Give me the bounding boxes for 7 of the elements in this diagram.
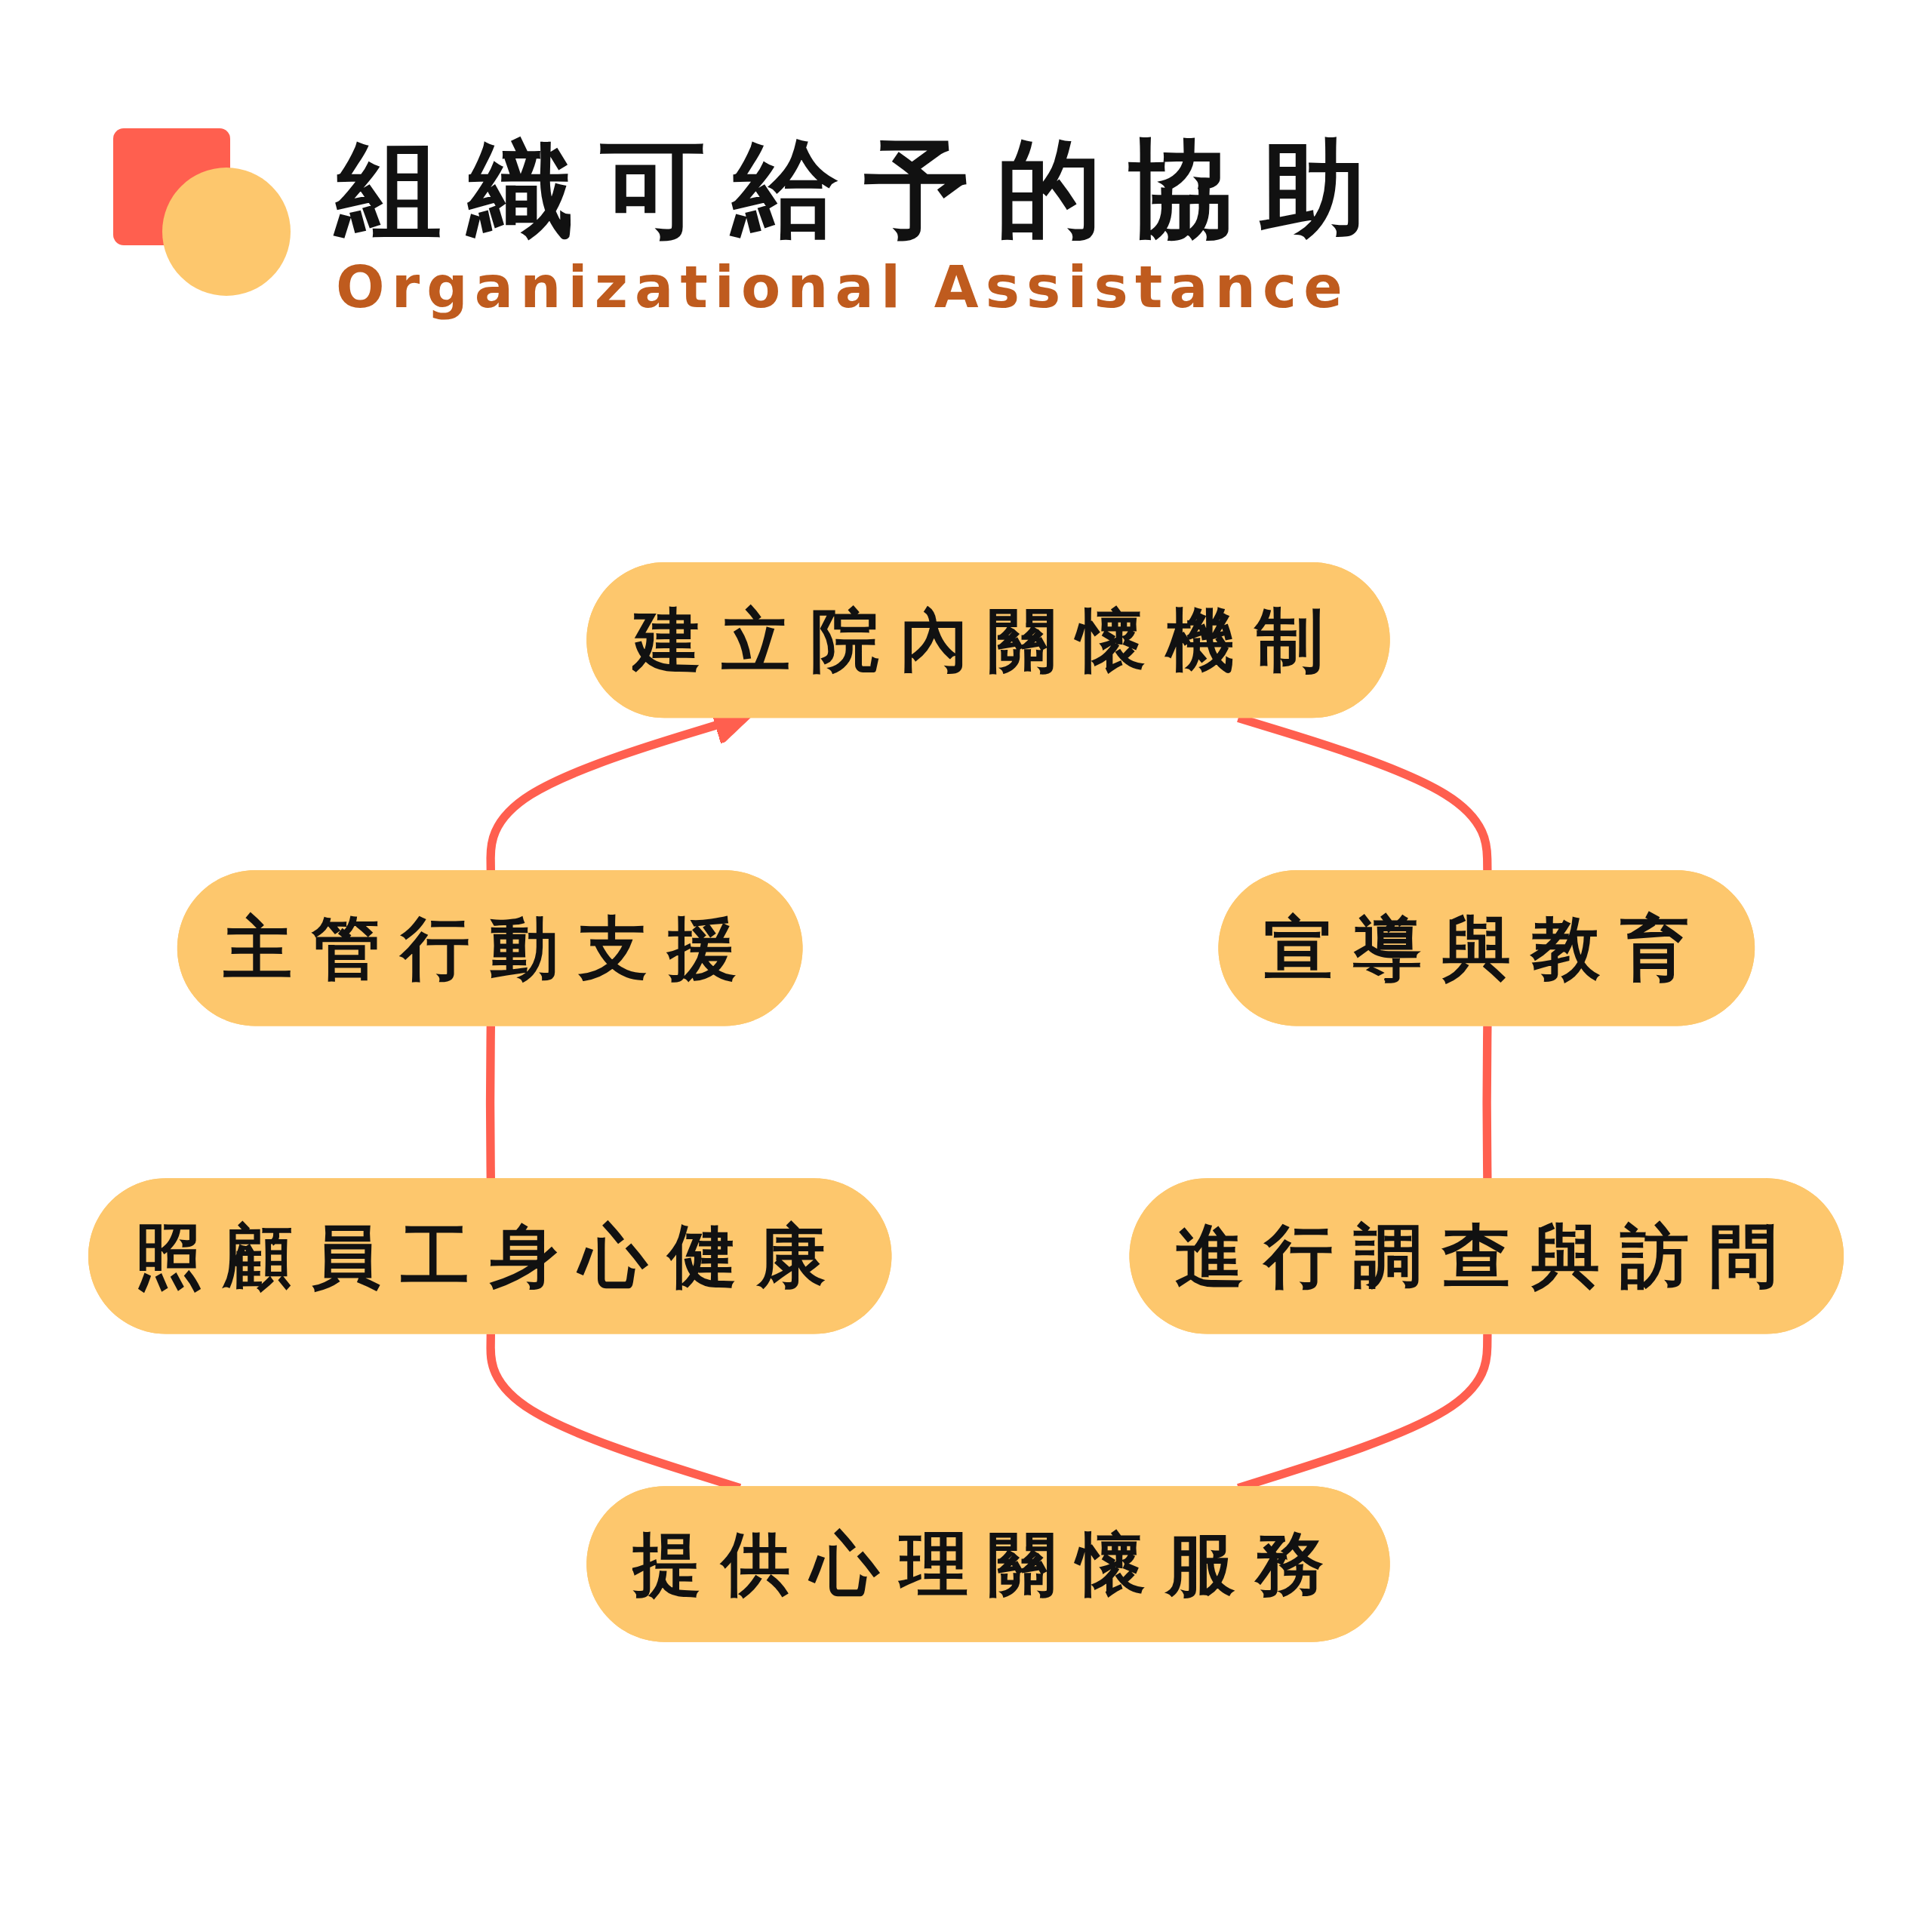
subtitle: Organizational Assistance: [336, 254, 1350, 321]
process-box: 提供心理關懷服務: [586, 1486, 1390, 1642]
process-box: 進行調查與訪問: [1129, 1177, 1844, 1334]
process-box: 照顧員工身心健康: [88, 1177, 892, 1334]
process-box: 主管行動支援: [177, 869, 803, 1026]
process-box: 建立院內關懷機制: [586, 561, 1390, 718]
process-box: 宣導與教育: [1218, 869, 1755, 1026]
